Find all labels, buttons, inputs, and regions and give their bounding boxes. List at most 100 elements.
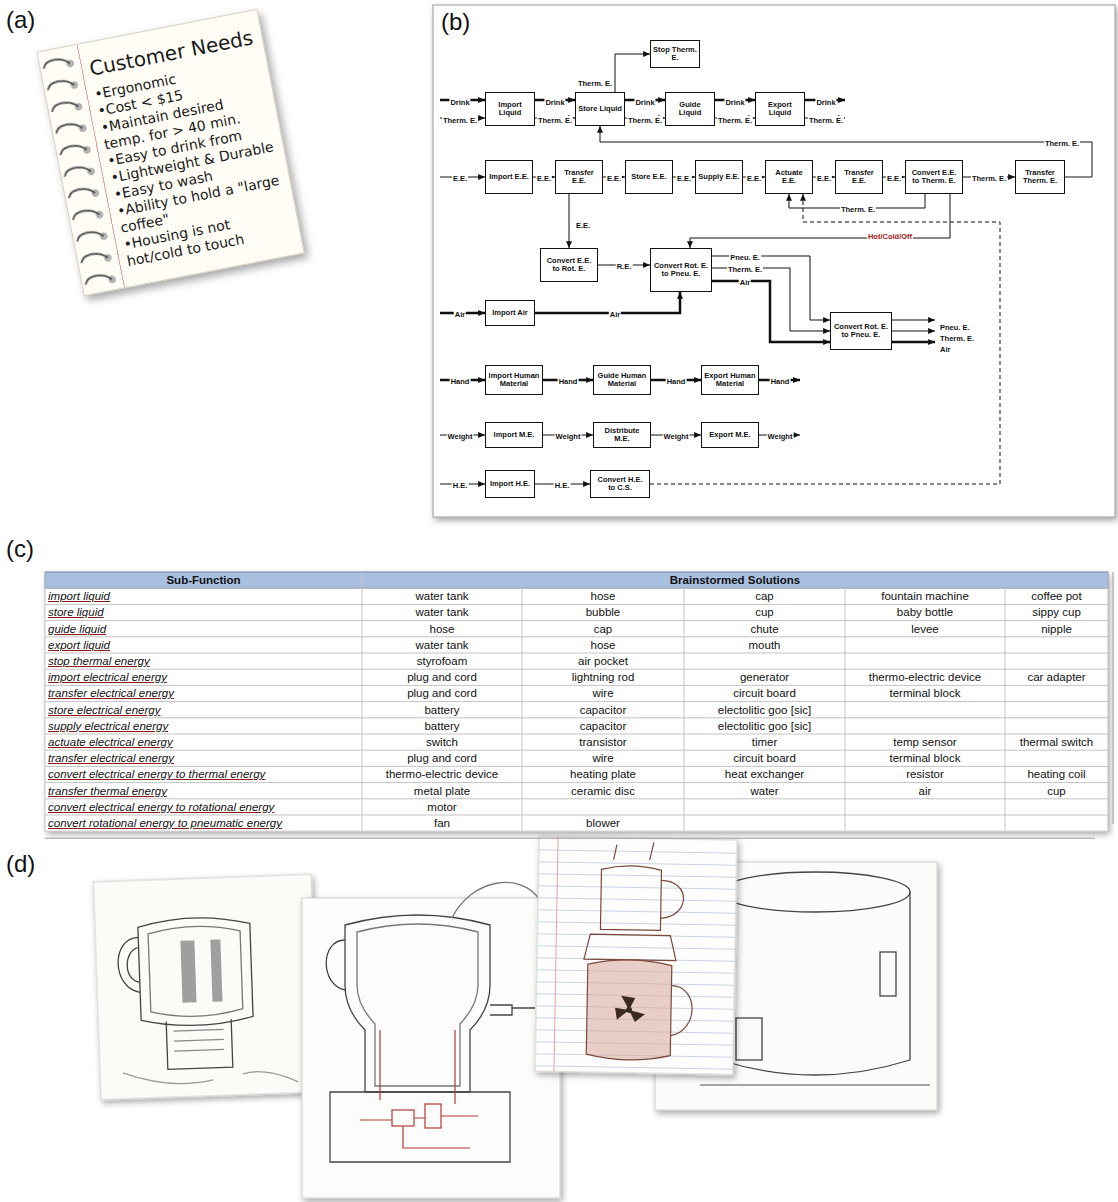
flow-label: Therm. E. <box>840 205 876 214</box>
solution-entry: chute <box>750 622 778 636</box>
flow-label: Therm. E. <box>577 79 613 88</box>
label-anchor: Therm. E. <box>727 258 763 276</box>
solution-entry: metal plate <box>414 784 470 798</box>
flow-label: H.E. <box>452 481 469 490</box>
sub-function-name: convert electrical energy to rotational … <box>48 800 274 814</box>
table-rule <box>845 588 846 831</box>
solution-entry: plug and cord <box>407 670 477 684</box>
label-anchor: Therm. E. <box>1044 132 1080 150</box>
paper-sheet <box>535 836 737 1074</box>
label-anchor: Drink <box>634 91 655 109</box>
table-cell: water tank <box>362 604 522 620</box>
solution-entry: electolitic goo [sic] <box>718 703 811 717</box>
mug-sketch <box>584 841 685 961</box>
function-block: Store Liquid <box>575 92 625 126</box>
margin-line <box>554 837 558 1072</box>
function-block: Transfer Therm. E. <box>1015 160 1065 194</box>
block-label: Transfer E.E. <box>838 169 880 186</box>
flow-label: E.E. <box>575 221 591 230</box>
function-block: Store E.E. <box>625 160 673 194</box>
table-rule <box>45 831 1108 832</box>
table-cell: levee <box>845 621 1005 637</box>
flow-connector <box>690 194 950 248</box>
table-rule <box>1005 588 1006 831</box>
solution-entry: hose <box>591 589 616 603</box>
table-cell: Sub-Function <box>45 572 362 588</box>
function-block: Import Liquid <box>485 92 535 126</box>
table-cell: car adapter <box>1005 669 1108 685</box>
table-rule <box>45 653 1108 654</box>
block-label: Export M.E. <box>709 431 750 440</box>
table-rule <box>684 588 685 831</box>
block-label: Import E.E. <box>489 173 529 182</box>
table-cell: water tank <box>362 637 522 653</box>
table-rule <box>45 717 1108 718</box>
solution-entry: cup <box>755 605 774 619</box>
solution-entry: heat exchanger <box>725 767 804 781</box>
table-cell: transfer thermal energy <box>45 783 362 799</box>
block-label: Transfer E.E. <box>558 169 600 186</box>
solution-entry: capacitor <box>580 703 627 717</box>
table-cell: fountain machine <box>845 588 1005 604</box>
table-rule <box>45 782 1108 783</box>
label-anchor: R.E. <box>616 255 633 273</box>
table-cell: nipple <box>1005 621 1108 637</box>
panel-letter: (d) <box>6 850 35 877</box>
solution-entry: water <box>750 784 778 798</box>
table-rule <box>45 798 1108 799</box>
table-cell: cap <box>684 588 845 604</box>
label-anchor: Therm. E. <box>537 109 573 127</box>
function-block: Convert E.E. to Rot. E. <box>540 248 598 282</box>
block-label: Import Air <box>492 309 528 318</box>
table-grid <box>45 572 1113 838</box>
table-cell: motor <box>362 799 522 815</box>
table-cell: store liquid <box>45 604 362 620</box>
block-label: Store Liquid <box>578 105 622 114</box>
table-cell: battery <box>362 702 522 718</box>
table-rule <box>45 669 1108 670</box>
solution-entry: water tank <box>415 589 468 603</box>
label-anchor: Hand <box>558 370 579 388</box>
label-anchor: E.E. <box>886 167 902 185</box>
table-header-band <box>45 572 1108 588</box>
flow-label: Drink <box>544 98 565 107</box>
table-cell: electolitic goo [sic] <box>684 718 845 734</box>
flow-label: Weight <box>663 432 690 441</box>
function-block: Convert E.E. to Therm. E. <box>905 160 963 194</box>
flow-label: Hand <box>770 377 791 386</box>
function-block: Stop Therm. E. <box>650 40 700 68</box>
flow-label: Drink <box>634 98 655 107</box>
flow-label: Air <box>739 278 751 287</box>
solution-entry: generator <box>740 670 789 684</box>
flow-label: E.E. <box>886 174 902 183</box>
block-label: Import Human Material <box>488 372 540 389</box>
flow-label: Therm. E. <box>627 116 663 125</box>
function-block: Import M.E. <box>485 422 543 448</box>
flow-label: Hand <box>666 377 687 386</box>
solution-entry: water tank <box>415 605 468 619</box>
solution-entry: circuit board <box>733 686 796 700</box>
function-block: Convert H.E. to C.S. <box>590 470 650 498</box>
flow-label: Therm. E. <box>727 265 763 274</box>
solution-entry: hose <box>430 622 455 636</box>
torn-edge <box>45 838 1095 839</box>
table-cell: heating plate <box>522 766 684 782</box>
table-cell: bubble <box>522 604 684 620</box>
flow-label: E.E. <box>452 174 468 183</box>
flow-connector <box>650 194 1000 484</box>
table-rule <box>522 588 523 831</box>
function-block: Export M.E. <box>701 422 759 448</box>
label-anchor: Therm. E. <box>840 198 876 216</box>
label-anchor: Air <box>739 271 751 289</box>
solution-entry: cap <box>755 589 774 603</box>
requirements-note: Customer Needs•Ergonomic•Cost < $15•Main… <box>36 9 304 296</box>
label-anchor: Weight <box>447 425 474 443</box>
flow-label: Weight <box>767 432 794 441</box>
flow-connector <box>712 281 830 342</box>
solution-entry: car adapter <box>1027 670 1085 684</box>
table-rule <box>45 815 1108 816</box>
sub-function-name: store electrical energy <box>48 703 161 717</box>
table-cell: timer <box>684 734 845 750</box>
table-cell: cup <box>684 604 845 620</box>
